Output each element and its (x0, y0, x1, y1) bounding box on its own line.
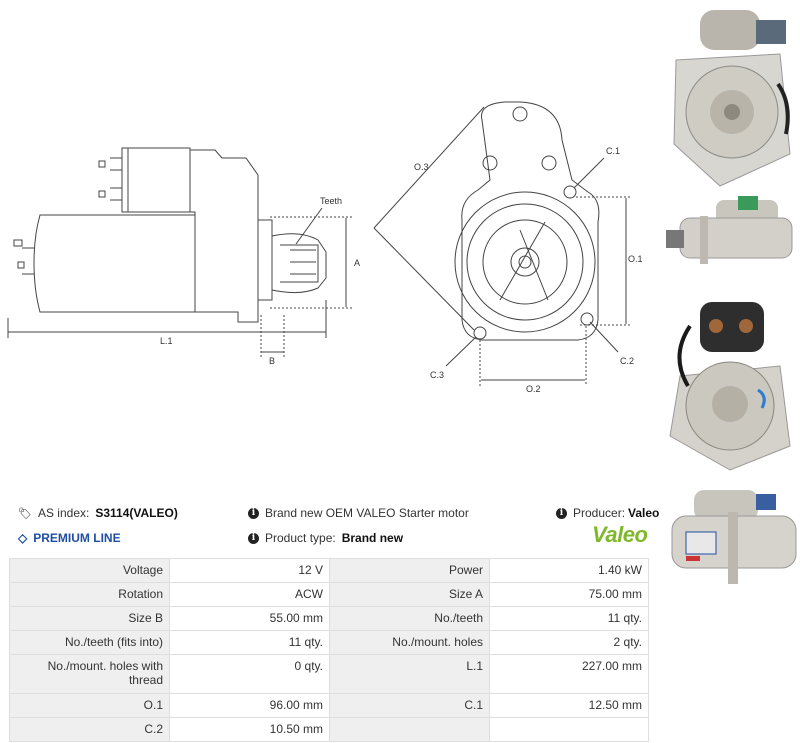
spec-label: L.1 (329, 654, 490, 694)
diamond-icon: ◇ (18, 531, 28, 545)
valeo-logo: Valeo (592, 522, 648, 547)
label-o2: O.2 (526, 384, 541, 394)
spec-value: 96.00 mm (169, 693, 330, 718)
product-type-value: Brand new (341, 531, 404, 545)
info-icon: i (556, 507, 567, 519)
spec-label: Rotation (9, 582, 170, 607)
spec-value: 11 qty. (169, 630, 330, 655)
flange-outline (461, 101, 600, 341)
spec-label: No./mount. holes with thread (9, 654, 170, 694)
product-type-label: Product type: (265, 531, 336, 545)
spec-label: O.1 (9, 693, 170, 718)
table-row: O.1 96.00 mm C.1 12.50 mm (9, 693, 649, 718)
label-o3: O.3 (414, 162, 429, 172)
spec-label: C.1 (329, 693, 490, 718)
spec-value: 75.00 mm (489, 582, 649, 607)
product-photo-3[interactable] (660, 286, 800, 472)
motor-body-outline (33, 214, 196, 313)
table-row: Size B 55.00 mm No./teeth 11 qty. (9, 606, 649, 631)
spec-value: 11 qty. (489, 606, 649, 631)
product-photo-2[interactable] (660, 192, 800, 284)
spec-value: 0 qty. (169, 654, 330, 694)
table-row: No./mount. holes with thread 0 qty. L.1 … (9, 654, 649, 694)
product-description: Brand new OEM VALEO Starter motor (265, 506, 469, 520)
tags-icon: 🏷︎ (18, 507, 32, 520)
table-row: Rotation ACW Size A 75.00 mm (9, 582, 649, 607)
label-teeth: Teeth (320, 196, 342, 206)
label-b: B (269, 356, 275, 366)
spec-label: No./teeth (fits into) (9, 630, 170, 655)
spec-label: Size A (329, 582, 490, 607)
spec-value: 1.40 kW (489, 558, 649, 583)
solenoid-outline (121, 147, 191, 213)
spec-value: 10.50 mm (169, 717, 330, 742)
table-row: No./teeth (fits into) 11 qty. No./mount.… (9, 630, 649, 655)
label-c2: C.2 (620, 356, 634, 366)
spec-value: ACW (169, 582, 330, 607)
premium-line-label: PREMIUM LINE (33, 531, 121, 545)
description-row: i Brand new OEM VALEO Starter motor (248, 506, 469, 520)
label-l1: L.1 (160, 336, 173, 346)
as-index-value: S3114(VALEO) (95, 506, 178, 520)
spec-label: Voltage (9, 558, 170, 583)
product-type-row: i Product type: Brand new (248, 531, 403, 545)
spec-label: C.2 (9, 717, 170, 742)
product-photo-1[interactable] (660, 4, 800, 190)
label-c3: C.3 (430, 370, 444, 380)
product-photo-4[interactable] (660, 476, 800, 592)
spec-value (489, 717, 649, 742)
spec-value: 227.00 mm (489, 654, 649, 694)
premium-line-badge: ◇ PREMIUM LINE (18, 531, 121, 545)
spec-label: No./teeth (329, 606, 490, 631)
as-index-label: AS index: (37, 506, 90, 520)
info-icon: i (248, 507, 259, 519)
spec-label (329, 717, 490, 742)
spec-label: No./mount. holes (329, 630, 490, 655)
specs-table: Voltage 12 V Power 1.40 kW Rotation ACW … (9, 558, 649, 742)
spec-label: Power (329, 558, 490, 583)
producer-value: Valeo (628, 506, 660, 520)
producer-row: i Producer: Valeo (556, 506, 659, 520)
spec-value: 12.50 mm (489, 693, 649, 718)
producer-label: Producer: (573, 506, 626, 520)
table-row: C.2 10.50 mm (9, 717, 649, 742)
spec-value: 55.00 mm (169, 606, 330, 631)
label-o1: O.1 (628, 254, 643, 264)
info-icon: i (248, 532, 259, 544)
spec-label: Size B (9, 606, 170, 631)
label-a: A (354, 258, 360, 268)
spec-value: 2 qty. (489, 630, 649, 655)
spec-value: 12 V (169, 558, 330, 583)
technical-drawing: Teeth A B L.1 O.3 C.1 O.1 C.2 C.3 O.2 (7, 101, 643, 394)
as-index-row: 🏷︎ AS index: S3114(VALEO) (18, 506, 178, 520)
label-c1: C.1 (606, 146, 620, 156)
table-row: Voltage 12 V Power 1.40 kW (9, 558, 649, 583)
